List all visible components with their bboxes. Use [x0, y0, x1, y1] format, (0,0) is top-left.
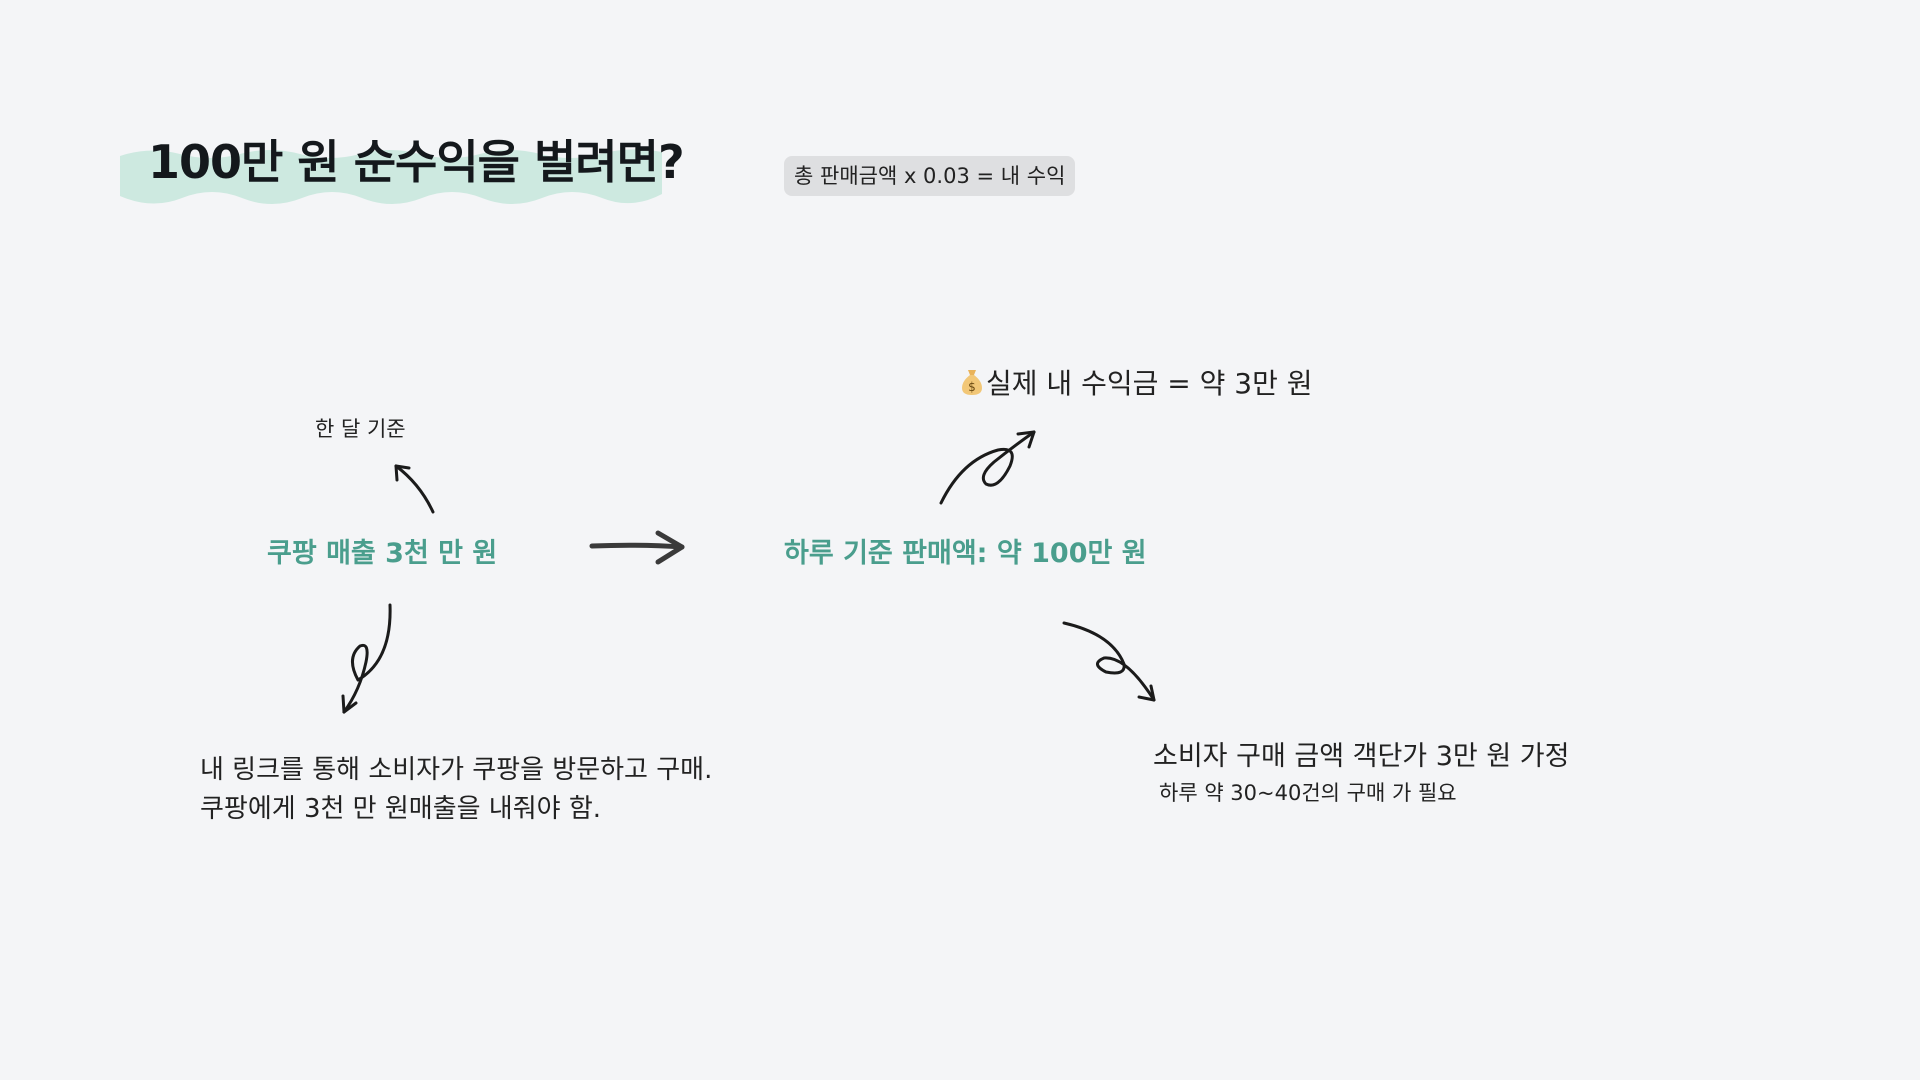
assumption-label: 소비자 구매 금액 객단가 3만 원 가정: [1153, 741, 1570, 772]
explain-line-2: 쿠팡에게 3천 만 원매출을 내줘야 함.: [200, 794, 602, 824]
daily-sales-label: 하루 기준 판매액: 약 100만 원: [784, 538, 1147, 569]
purchases-needed-label: 하루 약 30~40건의 구매 가 필요: [1159, 781, 1457, 805]
actual-income-row: $ 실제 내 수익금 = 약 3만 원: [960, 362, 1313, 402]
arrow-right-main: [589, 530, 685, 565]
coupang-sales-label: 쿠팡 매출 3천 만 원: [267, 538, 498, 569]
explain-line-1: 내 링크를 통해 소비자가 쿠팡을 방문하고 구매.: [200, 755, 713, 785]
page-title: 100만 원 순수익을 벌려면?: [148, 135, 685, 189]
arrow-to-income: [939, 430, 1036, 505]
arrow-to-month-basis: [394, 464, 435, 514]
title-block: 100만 원 순수익을 벌려면?: [120, 118, 685, 208]
title-highlight: [120, 149, 662, 204]
formula-badge: 총 판매금액 x 0.03 = 내 수익: [784, 156, 1076, 196]
money-bag-icon: $: [962, 370, 982, 395]
arrow-to-explanation: [341, 603, 392, 714]
actual-income-label: 실제 내 수익금 = 약 3만 원: [986, 367, 1313, 400]
svg-text:$: $: [968, 380, 976, 394]
arrow-to-assumption: [1062, 621, 1156, 702]
month-basis-label: 한 달 기준: [315, 417, 406, 441]
